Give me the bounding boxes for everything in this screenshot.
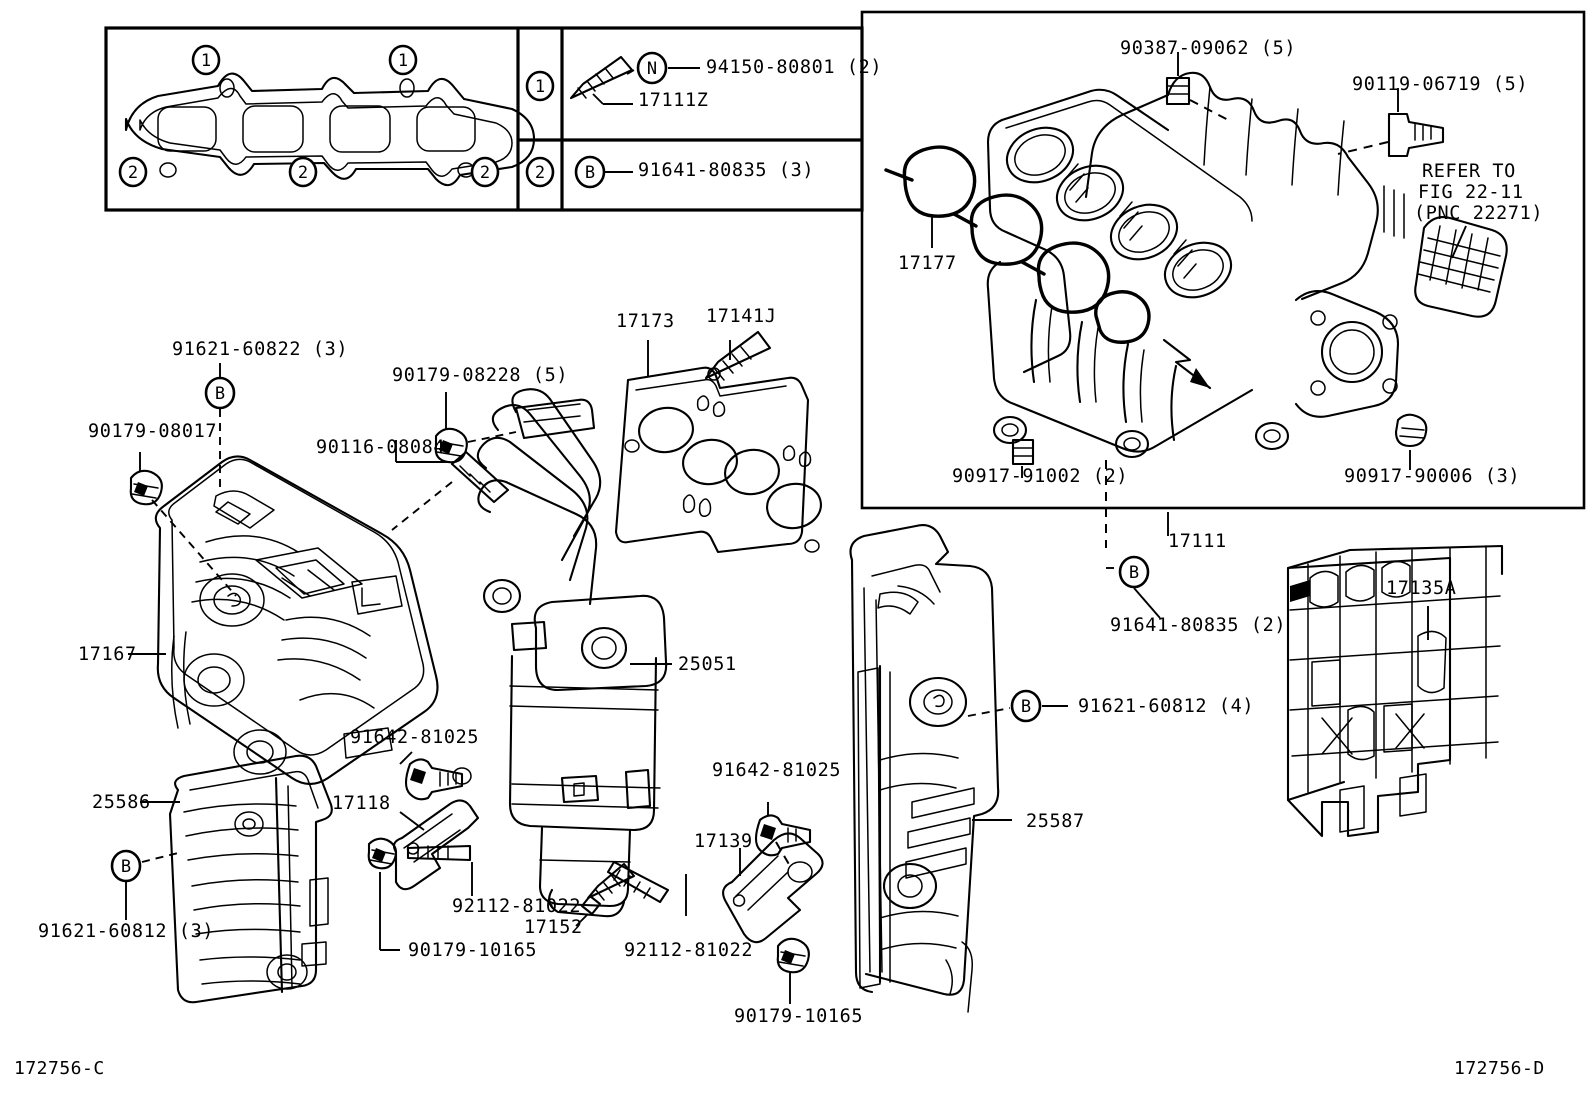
svg-text:B: B: [1129, 563, 1139, 583]
label-91621-60812-left: 91621-60812 (3): [38, 921, 215, 942]
label-90179-08228: 90179-08228 (5): [392, 365, 569, 386]
legend-row-2-marker: 2: [525, 156, 555, 188]
svg-text:2: 2: [535, 163, 545, 183]
nut-90179-08228-icon: [434, 427, 468, 464]
label-17111: 17111: [1168, 531, 1227, 552]
bolt-92112-81022-center-icon: [606, 860, 670, 904]
label-17141J: 17141J: [706, 306, 777, 327]
label-91642-81025-left: 91642-81025: [350, 727, 480, 748]
legend-part-94150-80801: 94150-80801 (2): [706, 57, 883, 78]
label-refer-to-line1: REFER TO: [1422, 161, 1516, 182]
nut-90179-10165-center-icon: [776, 937, 810, 974]
badge-b-91621-60822: B: [204, 376, 236, 410]
gasket-illustration-icon: [124, 72, 536, 187]
screw-91642-81025-right-icon: [754, 814, 812, 857]
insulator-17135A-drawing: [1286, 544, 1504, 838]
legend-row-1-marker: 1: [525, 70, 555, 102]
label-92112-81022-center: 92112-81022: [624, 940, 754, 961]
legend-stud-icon: [569, 55, 634, 100]
screw-91642-81025-left-icon: [404, 758, 464, 801]
svg-text:2: 2: [128, 163, 138, 183]
legend-part-17111Z: 17111Z: [638, 90, 709, 111]
label-25051: 25051: [678, 654, 737, 675]
intake-nut-90917-91002-icon: [1011, 438, 1035, 466]
intake-gasket-17177-icon: [884, 145, 1151, 344]
gasket-17173-drawing: [614, 366, 822, 554]
label-90917-91002: 90917-91002 (2): [952, 466, 1129, 487]
label-refer-to-line3: (PNC 22271): [1414, 203, 1544, 224]
heat-shield-17167-drawing: [154, 455, 439, 786]
legend-part-91641-80835: 91641-80835 (3): [638, 160, 815, 181]
intake-panel-frame: [860, 10, 1586, 510]
gasket-marker-2-bottom-center: 2: [288, 156, 318, 188]
label-91621-60812-right: 91621-60812 (4): [1078, 696, 1255, 717]
nut-90179-10165-left-icon: [367, 837, 398, 870]
figure-code-left: 172756-C: [14, 1058, 105, 1079]
svg-text:B: B: [215, 384, 225, 404]
svg-text:1: 1: [398, 51, 408, 71]
nut-90179-08017-icon: [129, 469, 163, 506]
intake-nut-90917-90006-icon: [1394, 413, 1428, 448]
gasket-marker-1-top-right: 1: [388, 44, 418, 76]
stud-90116-08084-icon: [450, 450, 510, 504]
pin-17152-icon: [580, 862, 636, 916]
intake-stud-90387-icon: [1165, 76, 1191, 106]
label-90179-10165-left: 90179-10165: [408, 940, 538, 961]
right-shield-25587-drawing: [849, 524, 1000, 1013]
label-90119-06719: 90119-06719 (5): [1352, 74, 1529, 95]
svg-text:N: N: [647, 59, 657, 79]
intake-manifold-drawing: [986, 71, 1405, 459]
svg-text:B: B: [121, 857, 131, 877]
svg-text:1: 1: [201, 51, 211, 71]
svg-text:B: B: [1021, 697, 1031, 717]
legend-badge-B: B: [574, 155, 606, 189]
label-91641-80835-right: 91641-80835 (2): [1110, 615, 1287, 636]
bolt-92112-81022-left-icon: [406, 844, 472, 862]
label-92112-81022-left: 92112-81022: [452, 896, 582, 917]
svg-text:2: 2: [480, 163, 490, 183]
badge-b-91621-60812-left: B: [110, 849, 142, 883]
label-17139: 17139: [694, 831, 753, 852]
label-90387-09062: 90387-09062 (5): [1120, 38, 1297, 59]
label-25586: 25586: [92, 792, 151, 813]
stud-17141J-icon: [704, 330, 772, 381]
label-17135A: 17135A: [1386, 578, 1457, 599]
label-91621-60822: 91621-60822 (3): [172, 339, 349, 360]
lower-shield-25586-drawing: [168, 754, 333, 1004]
intake-bolt-90119-icon: [1387, 112, 1445, 158]
figure-code-right: 172756-D: [1454, 1058, 1545, 1079]
svg-text:2: 2: [298, 163, 308, 183]
exhaust-manifold-converter-drawing: [476, 388, 668, 918]
gasket-marker-2-bottom-left: 2: [118, 156, 148, 188]
label-17118: 17118: [332, 793, 391, 814]
label-90917-90006: 90917-90006 (3): [1344, 466, 1521, 487]
label-91642-81025-right: 91642-81025: [712, 760, 842, 781]
legend-badge-N: N: [636, 51, 668, 85]
gasket-marker-2-bottom-right: 2: [470, 156, 500, 188]
label-17167: 17167: [78, 644, 137, 665]
svg-text:1: 1: [535, 77, 545, 97]
pnc-22271-filter-icon: [1414, 216, 1508, 318]
label-refer-to-line2: FIG 22-11: [1418, 182, 1524, 203]
svg-text:B: B: [585, 163, 595, 183]
label-17152: 17152: [524, 917, 583, 938]
label-25587: 25587: [1026, 811, 1085, 832]
label-17173: 17173: [616, 311, 675, 332]
label-90116-08084: 90116-08084: [316, 437, 446, 458]
badge-b-91621-60812-right: B: [1010, 689, 1042, 723]
label-90179-08017: 90179-08017: [88, 421, 218, 442]
bracket-17139-drawing: [722, 832, 824, 944]
label-17177: 17177: [898, 253, 957, 274]
label-90179-10165-center: 90179-10165: [734, 1006, 864, 1027]
badge-b-91641-80835-right: B: [1118, 555, 1150, 589]
gasket-marker-1-top-left: 1: [191, 44, 221, 76]
